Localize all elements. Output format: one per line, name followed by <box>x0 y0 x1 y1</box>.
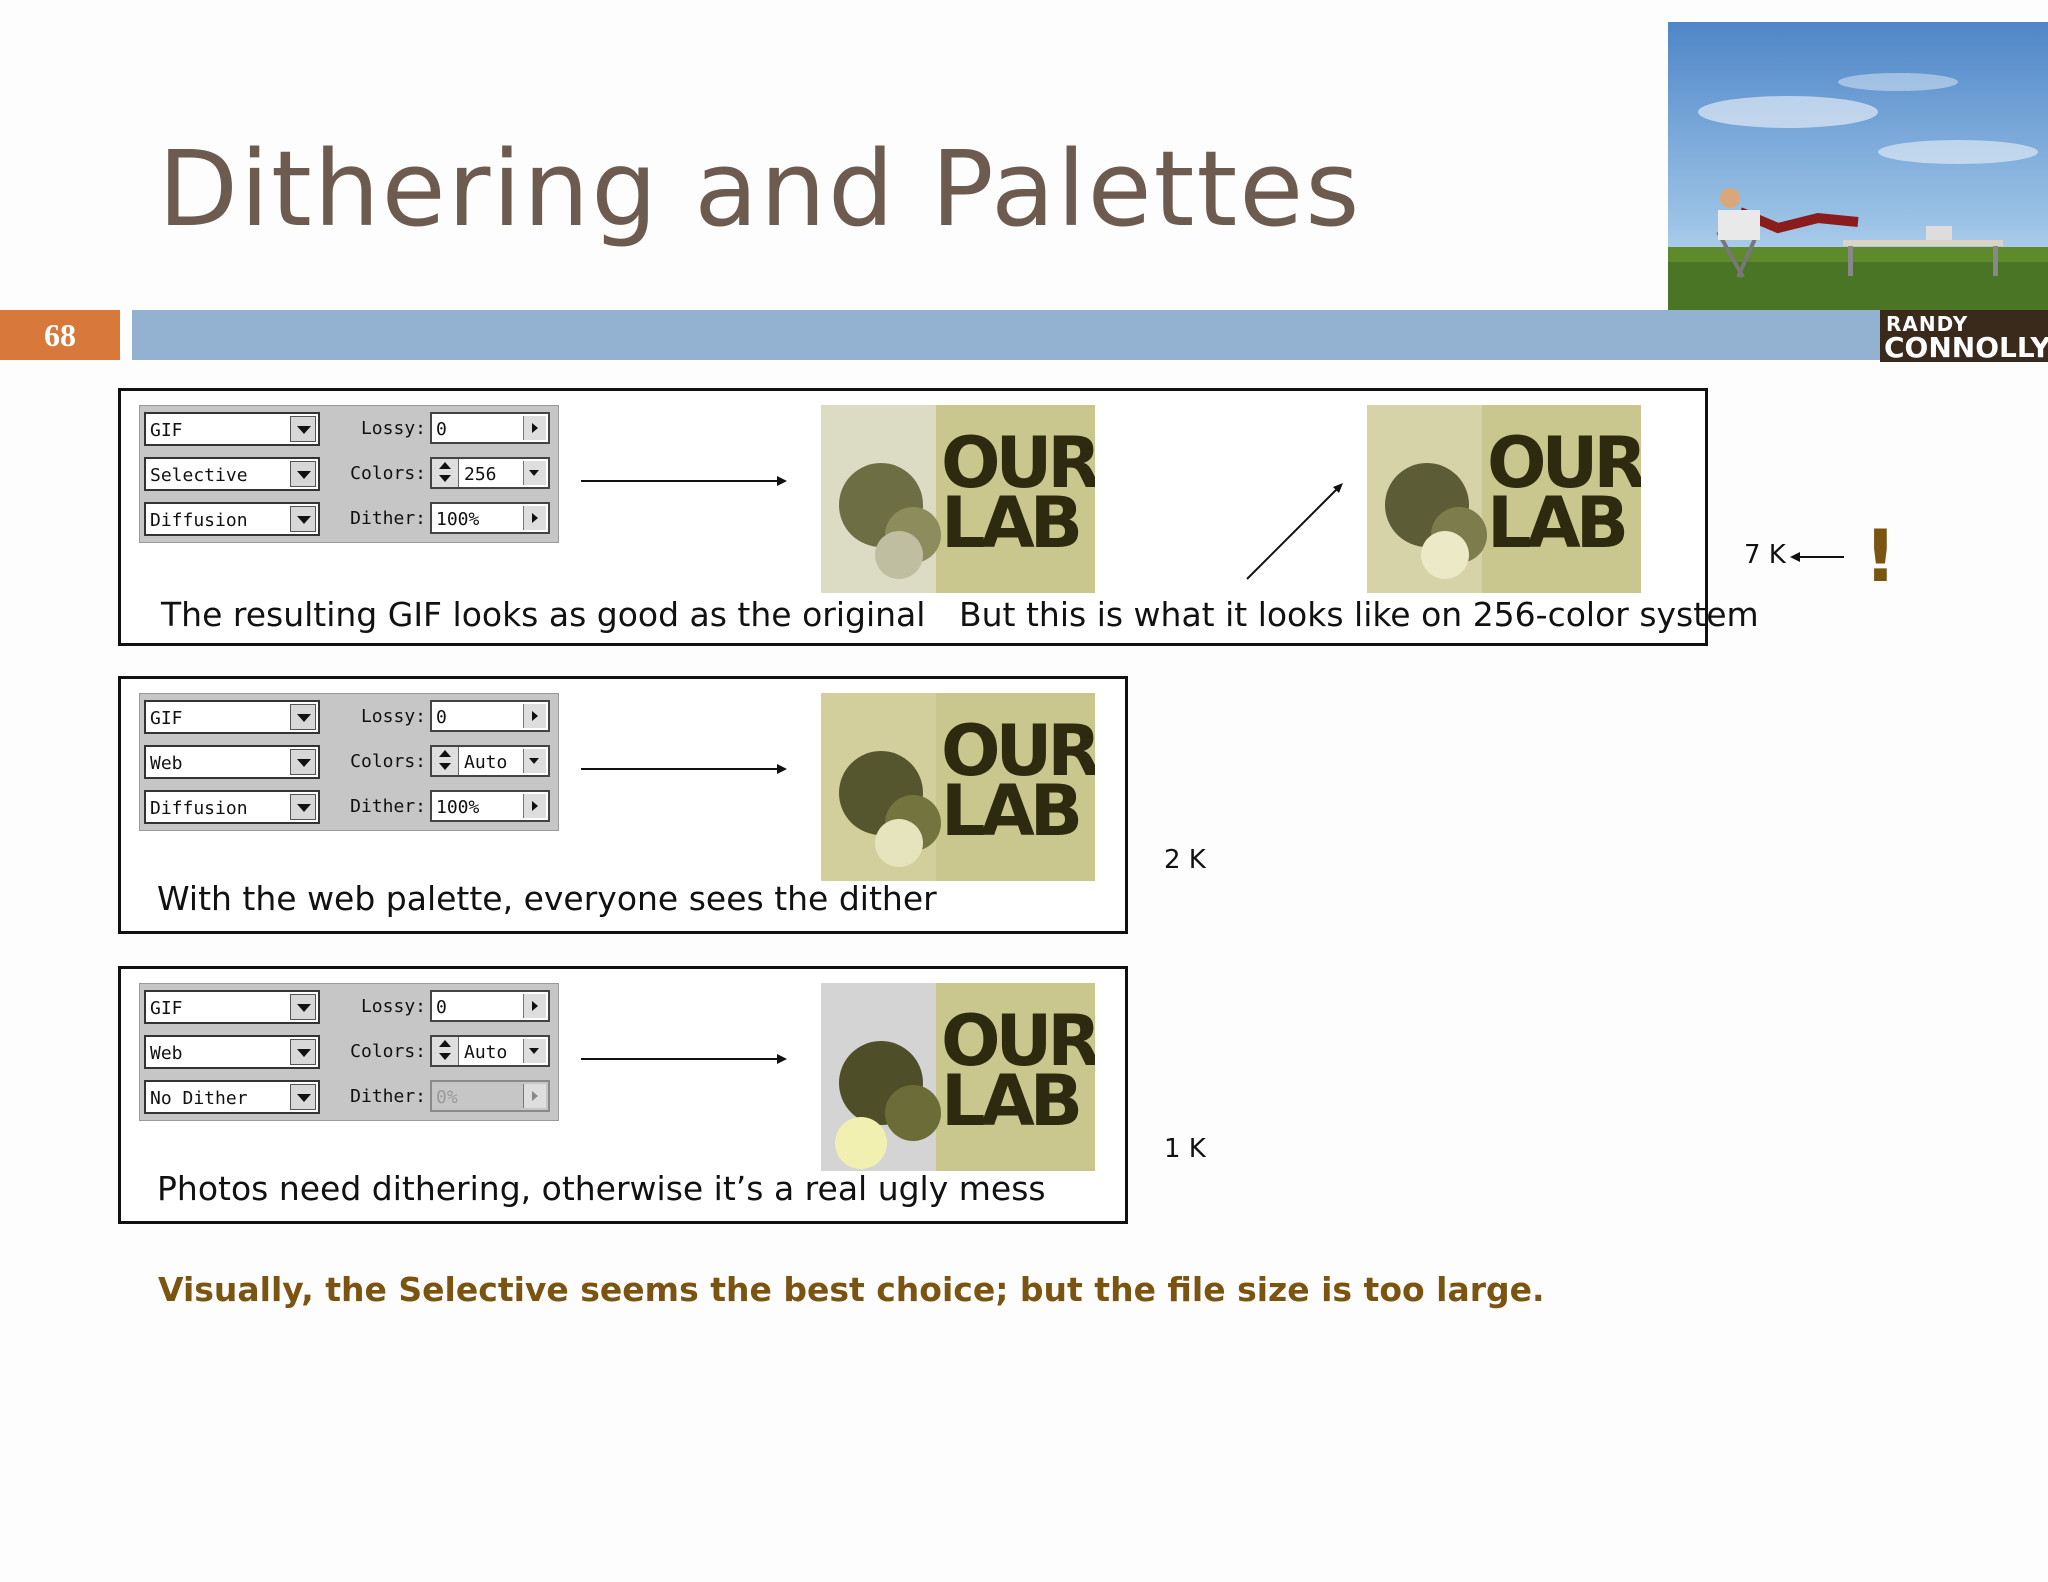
chevron-down-icon[interactable] <box>290 461 316 487</box>
arrow-right-icon <box>581 476 787 486</box>
dither-field[interactable]: 100% <box>430 790 550 822</box>
arrow-left-icon <box>1790 552 1844 562</box>
caption-256-color: But this is what it looks like on 256-co… <box>959 595 1759 634</box>
colors-label: Colors: <box>350 463 426 484</box>
lossy-field[interactable]: 0 <box>430 700 550 732</box>
caption-web-dither: With the web palette, everyone sees the … <box>157 879 937 918</box>
colors-label: Colors: <box>350 1041 426 1062</box>
caption-no-dither: Photos need dithering, otherwise it’s a … <box>157 1169 1046 1208</box>
format-select[interactable]: GIF <box>144 412 320 446</box>
logo-first-name: RANDY <box>1886 312 1969 336</box>
dither-method-select[interactable]: Diffusion <box>144 502 320 536</box>
logo-last-name: CONNOLLY <box>1884 331 2048 364</box>
format-select[interactable]: GIF <box>144 990 320 1024</box>
warning-mark: ! <box>1864 514 1897 598</box>
spinner-icon[interactable] <box>432 1037 459 1065</box>
header-bar <box>132 310 2048 360</box>
conclusion-text: Visually, the Selective seems the best c… <box>158 1270 1545 1309</box>
chevron-down-icon[interactable] <box>290 994 316 1020</box>
palette-select[interactable]: Web <box>144 1035 320 1069</box>
chevron-down-icon[interactable] <box>290 506 316 532</box>
palette-select[interactable]: Web <box>144 745 320 779</box>
header-photo <box>1668 22 2048 310</box>
author-logo: RANDY CONNOLLY <box>1880 310 2048 362</box>
dither-label: Dither: <box>350 796 426 817</box>
export-settings: GIF Web No Dither Lossy: Colors: Dither:… <box>139 983 559 1121</box>
lossy-field[interactable]: 0 <box>430 990 550 1022</box>
arrow-right-icon[interactable] <box>523 704 546 728</box>
dither-label: Dither: <box>350 508 426 529</box>
arrow-diagonal-icon <box>1246 483 1343 580</box>
chevron-down-icon[interactable] <box>290 416 316 442</box>
export-settings: GIF Web Diffusion Lossy: Colors: Dither:… <box>139 693 559 831</box>
dither-method-select[interactable]: No Dither <box>144 1080 320 1114</box>
chevron-down-icon[interactable] <box>523 749 546 773</box>
spinner-icon[interactable] <box>432 747 459 775</box>
file-size-web-dither: 2 K <box>1164 845 1206 875</box>
arrow-right-icon <box>581 1054 787 1064</box>
panel-web-no-dither: GIF Web No Dither Lossy: Colors: Dither:… <box>118 966 1128 1224</box>
arrow-right-icon <box>523 1084 546 1108</box>
lossy-label: Lossy: <box>360 996 426 1017</box>
dither-method-select[interactable]: Diffusion <box>144 790 320 824</box>
chevron-down-icon[interactable] <box>523 461 546 485</box>
palette-select[interactable]: Selective <box>144 457 320 491</box>
dither-label: Dither: <box>350 1086 426 1107</box>
chevron-down-icon[interactable] <box>290 749 316 775</box>
colors-field[interactable]: Auto <box>430 745 550 777</box>
slide-title: Dithering and Palettes <box>158 128 1362 250</box>
chevron-down-icon[interactable] <box>290 1084 316 1110</box>
lossy-label: Lossy: <box>360 706 426 727</box>
export-settings: GIF Selective Diffusion Lossy: Colors: D… <box>139 405 559 543</box>
colors-field[interactable]: Auto <box>430 1035 550 1067</box>
chevron-down-icon[interactable] <box>290 1039 316 1065</box>
lossy-label: Lossy: <box>360 418 426 439</box>
spinner-icon[interactable] <box>432 459 459 487</box>
file-size-no-dither: 1 K <box>1164 1134 1206 1164</box>
colors-field[interactable]: 256 <box>430 457 550 489</box>
chevron-down-icon[interactable] <box>290 794 316 820</box>
arrow-right-icon[interactable] <box>523 794 546 818</box>
slide-number: 68 <box>0 310 120 360</box>
arrow-right-icon <box>581 764 787 774</box>
dither-field[interactable]: 100% <box>430 502 550 534</box>
panel-web-diffusion: GIF Web Diffusion Lossy: Colors: Dither:… <box>118 676 1128 934</box>
dither-field: 0% <box>430 1080 550 1112</box>
panel-selective: GIF Selective Diffusion Lossy: Colors: D… <box>118 388 1759 646</box>
file-size-selective: 7 K <box>1744 540 1786 570</box>
arrow-right-icon[interactable] <box>523 994 546 1018</box>
colors-label: Colors: <box>350 751 426 772</box>
arrow-right-icon[interactable] <box>523 506 546 530</box>
chevron-down-icon[interactable] <box>523 1039 546 1063</box>
caption-original: The resulting GIF looks as good as the o… <box>161 595 926 634</box>
chevron-down-icon[interactable] <box>290 704 316 730</box>
format-select[interactable]: GIF <box>144 700 320 734</box>
lossy-field[interactable]: 0 <box>430 412 550 444</box>
arrow-right-icon[interactable] <box>523 416 546 440</box>
